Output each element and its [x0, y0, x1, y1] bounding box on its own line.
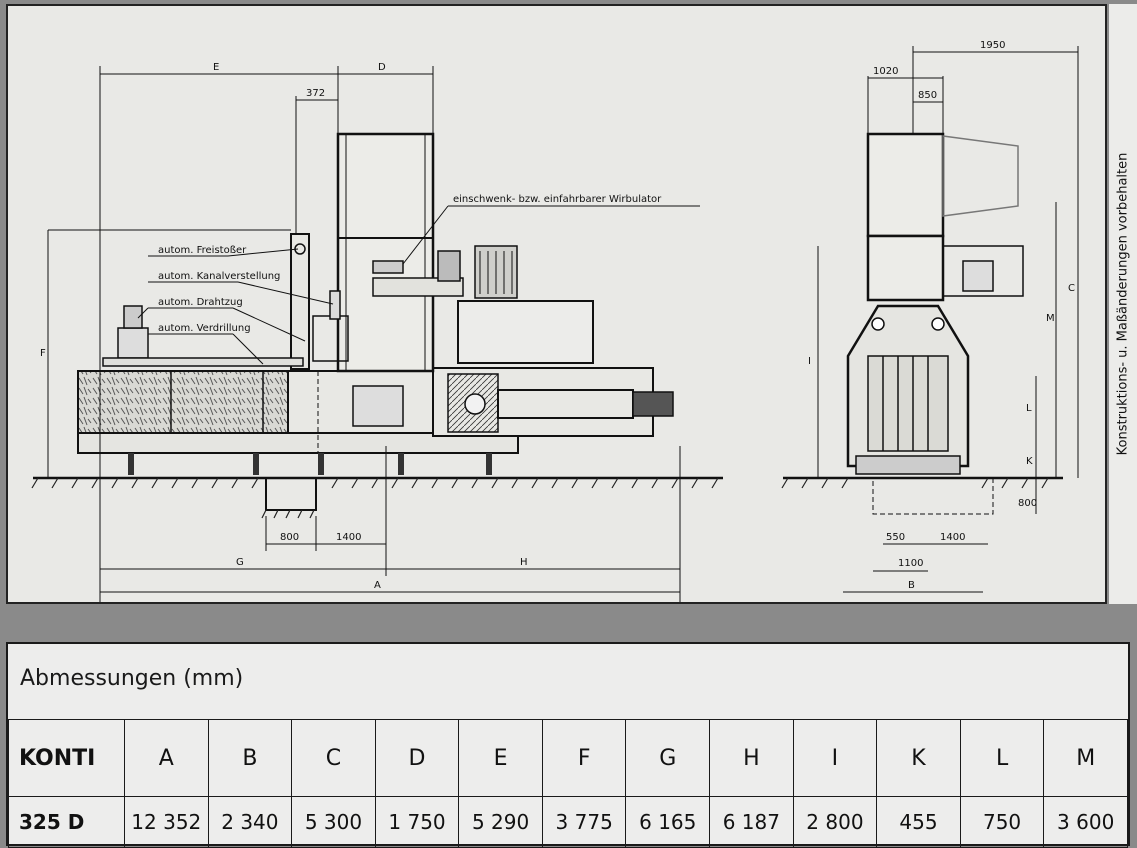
- dim-372: 372: [306, 88, 325, 99]
- bale-channel: [77, 370, 294, 434]
- table-header-row: KONTI A B C D E F G H I K L M: [8, 719, 1128, 797]
- table-cell: 455: [876, 796, 961, 848]
- dim-K: K: [1026, 456, 1033, 467]
- dim-1020: 1020: [873, 66, 898, 77]
- dim-end-1400: 1400: [940, 532, 965, 543]
- dim-E: E: [213, 62, 219, 73]
- table-cell: 6 165: [625, 796, 711, 848]
- ground-hatching: [31, 477, 719, 489]
- hopper-tower: [336, 132, 435, 373]
- pusher-unit: [117, 327, 149, 359]
- model-header: KONTI: [8, 719, 125, 797]
- column-header: E: [458, 719, 543, 797]
- column-header: I: [792, 719, 878, 797]
- table-cell: 5 300: [291, 796, 376, 848]
- dim-L: L: [1026, 403, 1032, 414]
- table-cell: 3 600: [1043, 796, 1128, 848]
- dim-550: 550: [886, 532, 905, 543]
- oil-tank: [457, 300, 594, 364]
- end-view: [781, 46, 1079, 593]
- table-cell: 1 750: [374, 796, 460, 848]
- dim-850: 850: [918, 90, 937, 101]
- dim-1100: 1100: [898, 558, 923, 569]
- side-view: [31, 66, 723, 602]
- dimensions-table: KONTI A B C D E F G H I K L M 325 D 12 3…: [8, 719, 1128, 848]
- tying-column: [290, 233, 310, 370]
- callout-freistosser: autom. Freistoßer: [158, 245, 247, 256]
- table-cell: 6 187: [709, 796, 794, 848]
- dim-1950: 1950: [980, 40, 1005, 51]
- wirbulator-arm: [372, 277, 464, 297]
- drawing-canvas: autom. Freistoßer autom. Kanalverstellun…: [31, 40, 1079, 602]
- foundation-pit: [265, 477, 317, 511]
- table-cell: 5 290: [458, 796, 543, 848]
- dim-G: G: [236, 557, 244, 568]
- callout-drahtzug: autom. Drahtzug: [158, 297, 243, 308]
- table-cell: 3 775: [541, 796, 627, 848]
- dim-800: 800: [280, 532, 299, 543]
- dim-end-800: 800: [1018, 498, 1037, 509]
- side-note: Konstruktions- u. Maßänderungen vorbehal…: [1109, 4, 1137, 604]
- column-header: H: [709, 719, 794, 797]
- table-title: Abmessungen (mm): [20, 666, 244, 691]
- dim-A: A: [374, 580, 381, 591]
- dim-I: I: [808, 356, 811, 367]
- dim-F: F: [40, 348, 46, 359]
- callout-wirbulator: einschwenk- bzw. einfahrbarer Wirbulator: [453, 194, 662, 205]
- table-cell: 750: [959, 796, 1045, 848]
- callout-verdrillung: autom. Verdrillung: [158, 323, 251, 334]
- table-cell: 2 340: [207, 796, 293, 848]
- column-header: L: [959, 719, 1045, 797]
- column-header: G: [625, 719, 711, 797]
- dim-B: B: [908, 580, 915, 591]
- model-name: 325 D: [8, 796, 125, 848]
- column-header: D: [374, 719, 460, 797]
- dim-H: H: [520, 557, 528, 568]
- dimensions-panel: Abmessungen (mm) KONTI A B C D E F G H I…: [6, 642, 1130, 848]
- callout-kanalverstellung: autom. Kanalverstellung: [158, 271, 280, 282]
- table-cell: 2 800: [792, 796, 878, 848]
- table-row: 325 D 12 352 2 340 5 300 1 750 5 290 3 7…: [8, 796, 1128, 848]
- dim-1400: 1400: [336, 532, 361, 543]
- side-note-text: Konstruktions- u. Maßänderungen vorbehal…: [1115, 152, 1131, 456]
- column-header: C: [291, 719, 376, 797]
- technical-drawing: autom. Freistoßer autom. Kanalverstellun…: [6, 4, 1107, 604]
- column-header: F: [541, 719, 627, 797]
- table-cell: 12 352: [124, 796, 209, 848]
- column-header: M: [1043, 719, 1128, 797]
- dim-D: D: [378, 62, 386, 73]
- dim-C: C: [1068, 283, 1075, 294]
- column-header: K: [876, 719, 961, 797]
- dim-M: M: [1046, 313, 1055, 324]
- column-header: A: [124, 719, 209, 797]
- column-header: B: [207, 719, 293, 797]
